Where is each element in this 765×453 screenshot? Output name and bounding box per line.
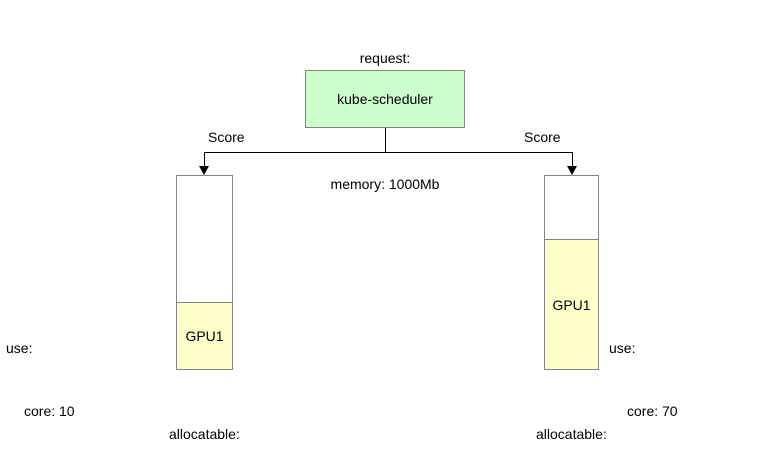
node-left-use-annotation: use: core: 10 memory: 2000Mb [6, 296, 133, 453]
node-right-gpu-label: GPU1 [552, 296, 591, 313]
right-score-label: Score [524, 129, 561, 145]
node-left-usage-fill: GPU1 [177, 302, 232, 369]
left-edge-connector [204, 152, 205, 169]
node-left-allocatable-annotation: allocatable: core: 100 memory: 8000Mb [169, 382, 296, 453]
request-line-title: request: [359, 50, 411, 66]
scheduler-stem-connector [385, 128, 386, 153]
left-arrow-icon [199, 166, 209, 175]
node-left-gpu-label: GPU1 [185, 328, 224, 344]
node-left-box[interactable]: GPU1 [176, 175, 233, 370]
node-right-use-core: core: 70 [627, 403, 678, 419]
node-right-use-annotation: use: core: 70 memory: 6000Mb [609, 296, 736, 453]
node-right-allocatable-title: allocatable: [536, 426, 607, 442]
node-right-usage-fill: GPU1 [545, 239, 598, 369]
node-right-use-title: use: [609, 340, 636, 356]
request-line-memory: memory: 1000Mb [330, 176, 440, 192]
node-right-allocatable-annotation: allocatable: core: 100 memory: 8000Mb [536, 382, 663, 453]
right-arrow-icon [567, 166, 577, 175]
node-left-use-title: use: [6, 340, 33, 356]
kube-scheduler-label: kube-scheduler [337, 91, 433, 107]
kube-scheduler-box[interactable]: kube-scheduler [305, 70, 465, 128]
node-left-allocatable-title: allocatable: [169, 426, 240, 442]
right-edge-connector [572, 152, 573, 169]
node-right-box[interactable]: GPU1 [544, 175, 599, 370]
left-score-label: Score [208, 129, 245, 145]
scheduler-bus-connector [204, 152, 573, 153]
node-left-use-core: core: 10 [24, 403, 75, 419]
